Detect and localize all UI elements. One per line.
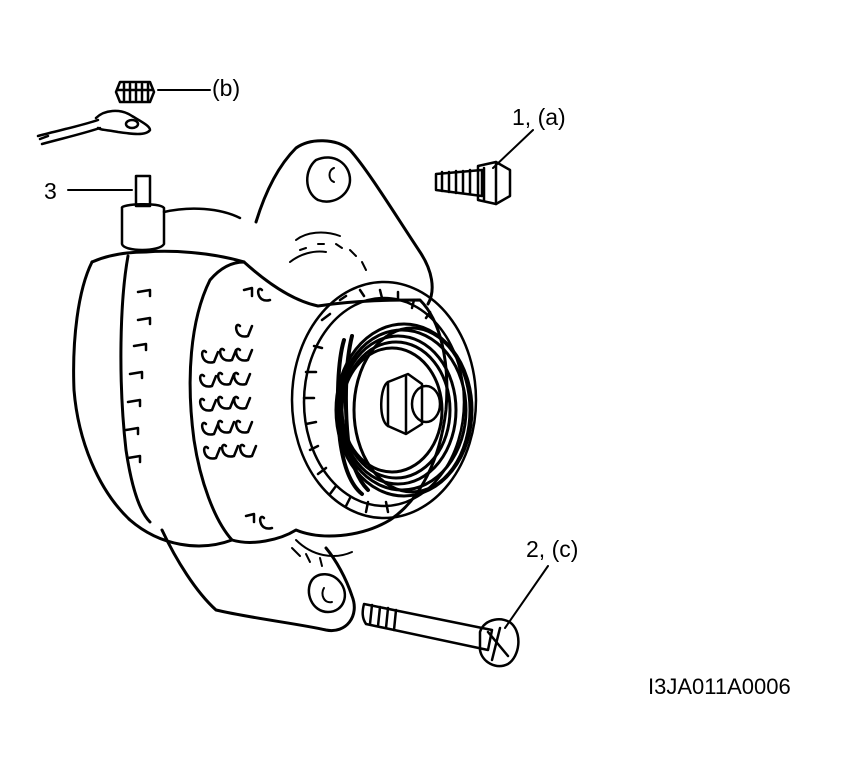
bolt-2c: [363, 604, 519, 666]
leader-lines: [68, 90, 548, 628]
alternator: [74, 141, 476, 631]
figure-id: I3JA011A0006: [648, 674, 791, 699]
fan-ring: [292, 282, 476, 518]
rear-vent-slots: [126, 290, 150, 462]
callout-bolt-1a: 1, (a): [512, 104, 566, 130]
callout-terminal-3: 3: [44, 178, 57, 204]
pulley-nut: [381, 374, 440, 434]
terminal-nut: [116, 82, 154, 102]
upper-mounting-ear: [256, 141, 432, 304]
pulley: [336, 324, 472, 496]
rear-housing: [74, 262, 232, 546]
leader-1a: [493, 130, 533, 168]
callout-nut-b: (b): [212, 75, 241, 101]
front-vent-slots: [200, 233, 366, 566]
leader-2c: [505, 566, 548, 628]
b-terminal-stud: [122, 176, 240, 250]
wire-terminal: [38, 111, 150, 144]
bolt-1a: [436, 162, 510, 204]
lower-mounting-ear: [162, 530, 354, 631]
callout-bolt-2c: 2, (c): [526, 536, 579, 562]
front-housing: [190, 262, 447, 542]
